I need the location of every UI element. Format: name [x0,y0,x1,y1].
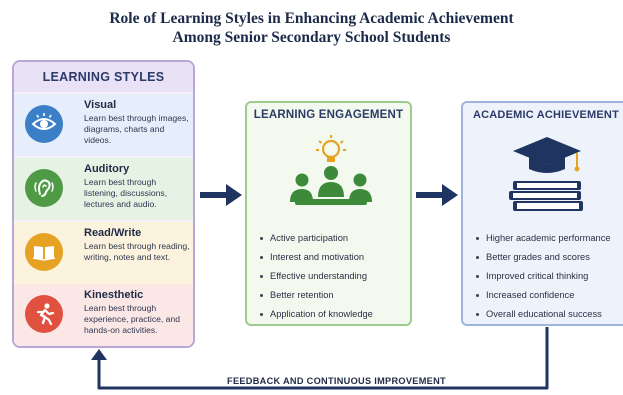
engagement-list: Active participation Interest and motiva… [259,229,373,324]
ear-icon [25,169,63,207]
style-row-kinesthetic: Kinesthetic Learn best through experienc… [14,284,193,346]
style-desc: Learn best through reading, writing, not… [84,241,190,262]
list-item: Better retention [259,286,373,305]
list-item: Application of knowledge [259,305,373,324]
book-icon [25,233,63,271]
list-item: Interest and motivation [259,248,373,267]
arrow-right-icon [200,184,242,206]
title-line-2: Among Senior Secondary School Students [172,29,451,46]
style-name: Auditory [84,163,130,175]
achievement-list: Higher academic performance Better grade… [475,229,611,324]
learning-styles-header: LEARNING STYLES [14,62,193,92]
list-item: Effective understanding [259,267,373,286]
style-name: Read/Write [84,227,142,239]
list-item: Improved critical thinking [475,267,611,286]
graduation-cap-books-icon [509,137,583,211]
list-item: Active participation [259,229,373,248]
style-row-auditory: Auditory Learn best through listening, d… [14,158,193,220]
style-row-read-write: Read/Write Learn best through reading, w… [14,222,193,284]
title-line-1: Role of Learning Styles in Enhancing Aca… [109,10,514,27]
learning-engagement-panel: LEARNING ENGAGEMENT Active participation… [245,101,412,326]
style-name: Kinesthetic [84,289,144,301]
eye-icon [25,105,63,143]
running-person-icon [25,295,63,333]
list-item: Higher academic performance [475,229,611,248]
style-row-visual: Visual Learn best through images, diagra… [14,94,193,156]
list-item: Overall educational success [475,305,611,324]
academic-achievement-header: ACADEMIC ACHIEVEMENT [473,109,619,121]
style-desc: Learn best through experience, practice,… [84,303,181,335]
style-desc: Learn best through listening, discussion… [84,177,168,209]
list-item: Increased confidence [475,286,611,305]
learning-engagement-header: LEARNING ENGAGEMENT [253,109,404,121]
feedback-label: FEEDBACK AND CONTINUOUS IMPROVEMENT [227,376,446,386]
learning-styles-panel: LEARNING STYLES Visual Learn best throug… [12,60,195,348]
group-lightbulb-icon [290,135,372,205]
style-desc: Learn best through images, diagrams, cha… [84,113,189,145]
style-name: Visual [84,99,117,111]
diagram-title: Role of Learning Styles in Enhancing Aca… [0,9,623,47]
list-item: Better grades and scores [475,248,611,267]
arrow-right-icon [416,184,458,206]
academic-achievement-panel: ACADEMIC ACHIEVEMENT Higher academic per… [461,101,623,326]
